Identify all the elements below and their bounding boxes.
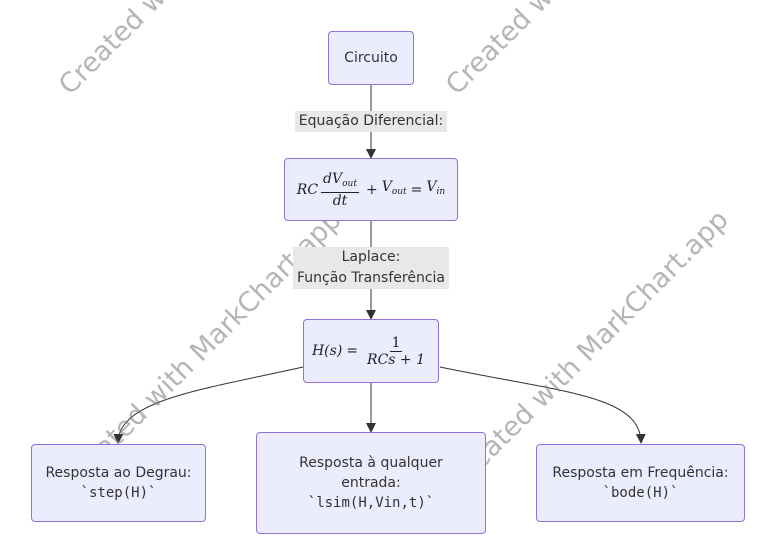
node-any-line2: entrada: bbox=[341, 475, 401, 491]
tf-fraction-den: RCs + 1 bbox=[367, 351, 426, 368]
node-freq-line2: `bode(H)` bbox=[602, 485, 679, 501]
node-any-input-text: Resposta à qualquer entrada: `lsim(H,Vin… bbox=[299, 453, 443, 513]
node-step-response-text: Resposta ao Degrau: `step(H)` bbox=[45, 463, 191, 503]
node-any-input-response[interactable]: Resposta à qualquer entrada: `lsim(H,Vin… bbox=[256, 432, 486, 534]
node-freq-line1: Resposta em Frequência: bbox=[552, 465, 729, 481]
node-circuit[interactable]: Circuito bbox=[328, 31, 414, 85]
node-differential-equation[interactable]: RC dVout dt + Vout = Vin bbox=[284, 158, 458, 221]
eq-fraction-den: dt bbox=[332, 192, 348, 209]
tf-lhs: H(s) bbox=[311, 343, 343, 359]
eq-vin: Vin bbox=[426, 179, 446, 197]
eq-vout: Vout bbox=[381, 179, 407, 197]
eq-plus: + bbox=[365, 181, 378, 198]
node-frequency-response[interactable]: Resposta em Frequência: `bode(H)` bbox=[536, 444, 745, 522]
tf-equals: = bbox=[346, 343, 359, 359]
node-any-line1: Resposta à qualquer bbox=[299, 455, 443, 471]
edge-label-laplace-line2: Função Transferência bbox=[297, 270, 445, 286]
edge-transfer-to-freq bbox=[439, 366, 646, 444]
differential-equation: RC dVout dt + Vout = Vin bbox=[297, 171, 445, 209]
transfer-function: H(s) = 1 RCs + 1 bbox=[312, 335, 430, 368]
node-step-response[interactable]: Resposta ao Degrau: `step(H)` bbox=[31, 444, 206, 522]
tf-fraction-num: 1 bbox=[389, 334, 403, 352]
node-circuit-label: Circuito bbox=[344, 50, 398, 66]
node-step-line2: `step(H)` bbox=[80, 485, 157, 501]
eq-rc: RC bbox=[296, 181, 319, 198]
eq-equals: = bbox=[410, 181, 423, 198]
node-transfer-function[interactable]: H(s) = 1 RCs + 1 bbox=[303, 319, 439, 383]
edge-label-laplace: Laplace: Função Transferência bbox=[293, 247, 449, 289]
node-step-line1: Resposta ao Degrau: bbox=[45, 465, 192, 481]
edge-label-diff: Equação Diferencial: bbox=[295, 111, 447, 132]
node-frequency-text: Resposta em Frequência: `bode(H)` bbox=[552, 463, 728, 503]
edge-label-laplace-line1: Laplace: bbox=[341, 249, 401, 265]
node-any-line3: `lsim(H,Vin,t)` bbox=[307, 495, 435, 511]
tf-fraction: 1 RCs + 1 bbox=[365, 335, 427, 368]
edge-transfer-to-step bbox=[113, 366, 304, 444]
eq-fraction-num: dVout bbox=[321, 171, 359, 193]
eq-fraction: dVout dt bbox=[321, 171, 359, 209]
